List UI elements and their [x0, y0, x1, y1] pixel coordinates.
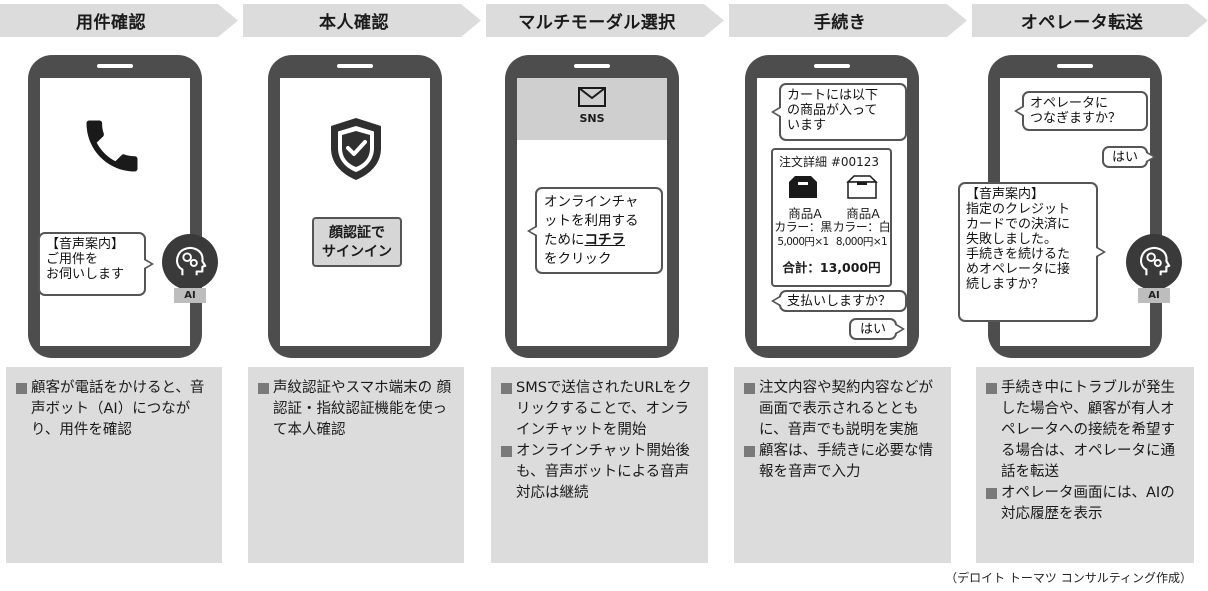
- phone-step-2: 顔認証で サインイン: [268, 55, 442, 358]
- item-color: カラー：白: [832, 220, 891, 234]
- phone-step-3: SNS オンラインチャ ットを利用する ためにコチラ をクリック: [505, 55, 679, 358]
- phone-screen: カートには以下 の商品が入って います 注文詳細 #00123 商品A カラー：…: [757, 78, 907, 346]
- source-credit: （デロイト トーマツ コンサルティング作成）: [945, 571, 1192, 585]
- chat-invite-text: オンラインチャ ットを利用する ために: [544, 194, 639, 248]
- step-arrow-4: 手続き: [729, 4, 967, 37]
- phone-screen: 顔認証で サインイン: [280, 78, 430, 346]
- order-title: 注文詳細 #00123: [779, 155, 880, 169]
- step-title: 本人確認: [319, 13, 389, 33]
- cart-info-bubble: カートには以下 の商品が入って います: [771, 83, 907, 141]
- step-description-5: 手続き中にトラブルが発生した場合や、顧客が有人オペレータへの接続を希望する場合は…: [976, 367, 1194, 563]
- ai-circle: [162, 234, 218, 290]
- step-arrow-1: 用件確認: [0, 4, 238, 37]
- voice-guidance-bubble: 【音声案内】 指定のクレジット カードでの決済に 失敗しました。 手続きを続ける…: [958, 182, 1106, 322]
- ai-head-gears-icon: [176, 246, 207, 276]
- step-arrow-2: 本人確認: [243, 4, 481, 37]
- phone-screen: 【音声案内】 ご用件を お伺いします: [38, 78, 190, 346]
- reply-bubble[interactable]: はい: [849, 318, 905, 340]
- box-black-icon: [789, 176, 817, 198]
- description-item: SMSで送信されたURLをクリックすることで、オンラインチャットを開始: [501, 378, 700, 441]
- operator-question-bubble: オペレータに つなぎますか？: [1014, 91, 1148, 131]
- item-name: 商品A: [846, 206, 880, 221]
- step-description-4: 注文内容や契約内容などが画面で表示されるとともに、音声でも説明を実施 顧客は、手…: [734, 367, 951, 563]
- phone-screen: オペレータに つなぎますか？ はい 【音声案内】 指定のクレジット カードでの決…: [958, 78, 1156, 346]
- step-title: オペレータ転送: [1020, 13, 1144, 33]
- reply-bubble[interactable]: はい: [1102, 146, 1156, 168]
- step-arrow-3: マルチモーダル選択: [486, 4, 724, 37]
- mail-icon: [578, 87, 606, 107]
- phone-speaker: [574, 64, 610, 68]
- phone-speaker: [814, 64, 850, 68]
- item-price: 8,000円×1: [835, 236, 888, 248]
- phone-speaker: [97, 64, 133, 68]
- step-arrow-5: オペレータ転送: [972, 4, 1208, 37]
- chat-invite-suffix: をクリック: [544, 251, 612, 267]
- step-description-3: SMSで送信されたURLをクリックすることで、オンラインチャットを開始 オンライ…: [491, 367, 708, 563]
- phone-step-4: カートには以下 の商品が入って います 注文詳細 #00123 商品A カラー：…: [745, 55, 919, 358]
- description-item: オンラインチャット開始後も、音声ボットによる音声対応は継続: [501, 441, 700, 504]
- shield-check-icon: [331, 118, 381, 180]
- ai-head-gears-icon: [1140, 246, 1171, 276]
- face-signin-button[interactable]: 顔認証で サインイン: [312, 217, 402, 267]
- ai-label: AI: [1138, 288, 1170, 303]
- description-item: 顧客は、手続きに必要な情報を音声で入力: [744, 441, 943, 483]
- description-item: 注文内容や契約内容などが画面で表示されるとともに、音声でも説明を実施: [744, 378, 943, 441]
- box-white-icon: [846, 175, 878, 199]
- step-title: マルチモーダル選択: [518, 13, 676, 33]
- description-item: 顧客が電話をかけると、音声ボット（AI）につながり、用件を確認: [16, 378, 214, 441]
- description-item: 声紋認証やスマホ端末の 顔認証・指紋認証機能を使って本人確認: [258, 378, 456, 441]
- phone-speaker: [337, 64, 373, 68]
- phone-screen: SNS オンラインチャ ットを利用する ためにコチラ をクリック: [517, 78, 667, 346]
- step-description-1: 顧客が電話をかけると、音声ボット（AI）につながり、用件を確認: [6, 367, 222, 563]
- payment-question-bubble: 支払いしますか？: [771, 290, 907, 312]
- description-item: 手続き中にトラブルが発生した場合や、顧客が有人オペレータへの接続を希望する場合は…: [986, 378, 1186, 483]
- ai-circle: [1126, 234, 1182, 290]
- item-color: カラー：黒: [774, 220, 832, 234]
- chat-invite-bubble: オンラインチャ ットを利用する ためにコチラ をクリック: [527, 187, 663, 274]
- step-description-2: 声紋認証やスマホ端末の 顔認証・指紋認証機能を使って本人確認: [248, 367, 464, 563]
- order-total: 合計：13,000円: [782, 260, 881, 275]
- step-title: 手続き: [813, 13, 867, 33]
- sns-notification[interactable]: SNS: [517, 78, 667, 140]
- phone-step-5: オペレータに つなぎますか？ はい 【音声案内】 指定のクレジット カードでの決…: [958, 55, 1182, 358]
- phone-call-icon: [86, 120, 138, 172]
- chat-link[interactable]: コチラ: [584, 232, 626, 248]
- step-title: 用件確認: [76, 13, 146, 33]
- ai-label: AI: [174, 288, 206, 303]
- item-price: 5,000円×1: [777, 236, 829, 248]
- voice-guidance-bubble: 【音声案内】 ご用件を お伺いします: [38, 232, 154, 296]
- sns-label: SNS: [579, 112, 605, 125]
- order-detail-card: 注文詳細 #00123 商品A カラー：黒 5,000円×1 商品A カラー：白…: [771, 148, 892, 287]
- phone-speaker: [1057, 64, 1093, 68]
- item-name: 商品A: [788, 206, 822, 221]
- phone-step-1: 【音声案内】 ご用件を お伺いします AI: [28, 55, 218, 358]
- description-item: オペレータ画面には、AIの対応履歴を表示: [986, 483, 1186, 525]
